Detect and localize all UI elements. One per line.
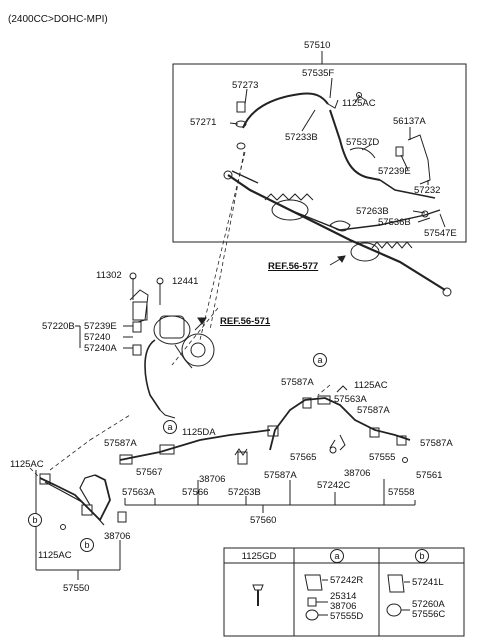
- gear-assembly-box: [172, 63, 467, 243]
- callout-a: a: [163, 420, 177, 434]
- part-label: 57239E: [378, 166, 411, 177]
- part-label: 38706: [199, 474, 226, 485]
- part-label: 57550: [63, 583, 90, 594]
- part-label: 57535F: [302, 68, 335, 79]
- part-label: 1125AC: [10, 459, 44, 470]
- part-label: 1125AC: [38, 550, 72, 561]
- part-label: 57263B: [228, 487, 261, 498]
- part-label: 57555: [369, 452, 396, 463]
- part-label: 57587A: [420, 438, 453, 449]
- ref-link-56-577[interactable]: REF.56-577: [268, 261, 319, 272]
- legend-part-label: 57556C: [412, 609, 446, 620]
- part-label: 38706: [344, 468, 371, 479]
- part-label: 56137A: [393, 116, 426, 127]
- part-label: 57271: [190, 117, 217, 128]
- callout-b: b: [28, 513, 42, 527]
- part-label: 57263B: [356, 206, 389, 217]
- part-label: 57567: [136, 467, 163, 478]
- callout-a: a: [313, 353, 327, 367]
- legend-callout-a: a: [330, 549, 344, 563]
- legend-part-label: 38706: [330, 601, 357, 612]
- part-label: 57563A: [334, 394, 367, 405]
- part-label: 57239E: [84, 321, 117, 332]
- part-label: 57565: [290, 452, 317, 463]
- part-label: 57587A: [104, 438, 137, 449]
- legend-clip-a: [304, 574, 328, 621]
- part-label: 57537D: [346, 137, 380, 148]
- part-label: 57240A: [84, 343, 117, 354]
- part-label: 1125AC: [354, 380, 388, 391]
- part-label: 57273: [232, 80, 259, 91]
- legend-table: [223, 547, 465, 637]
- part-label: 57587A: [264, 470, 297, 481]
- part-label: 57232: [414, 185, 441, 196]
- part-label: 57536B: [378, 217, 411, 228]
- legend-clip-b: [386, 574, 410, 617]
- part-label: 57233B: [285, 132, 318, 143]
- legend-part-label: 25314: [330, 591, 357, 602]
- part-label: 57560: [250, 515, 277, 526]
- part-label: 57547E: [424, 228, 457, 239]
- part-label: 1125AC: [342, 98, 376, 109]
- part-label: 57240: [84, 332, 111, 343]
- part-label: 57587A: [281, 377, 314, 388]
- legend-part-label: 57555D: [330, 611, 364, 622]
- part-label: 11302: [96, 270, 122, 281]
- part-label: 57220B: [42, 321, 75, 332]
- legend-bolt: [252, 584, 264, 606]
- legend-part-label: 57241L: [412, 577, 444, 588]
- engine-spec-title: (2400CC>DOHC-MPI): [8, 14, 108, 25]
- part-label: 57242C: [317, 480, 351, 491]
- part-label: 38706: [104, 531, 131, 542]
- return-hose-right: [269, 385, 411, 463]
- return-hose-left: [119, 425, 279, 465]
- part-label: 57510: [304, 40, 331, 51]
- ref-link-56-571[interactable]: REF.56-571: [220, 316, 271, 327]
- pressure-hose-assembly: [235, 92, 441, 231]
- legend-part-label: 57242R: [330, 575, 364, 586]
- callout-b: b: [80, 538, 94, 552]
- part-label: 12441: [172, 276, 199, 287]
- part-label: 57558: [388, 487, 415, 498]
- legend-header-1125gd: 1125GD: [241, 551, 277, 562]
- part-label: 57587A: [357, 405, 390, 416]
- part-label: 1125DA: [182, 427, 216, 438]
- part-label: 57566: [182, 487, 209, 498]
- power-steering-pump: [129, 272, 215, 419]
- oil-cooler-pipe: [39, 473, 127, 530]
- legend-callout-b: b: [415, 549, 429, 563]
- part-label: 57563A: [122, 487, 155, 498]
- part-label: 57561: [416, 470, 443, 481]
- legend-part-label: 57260A: [412, 599, 445, 610]
